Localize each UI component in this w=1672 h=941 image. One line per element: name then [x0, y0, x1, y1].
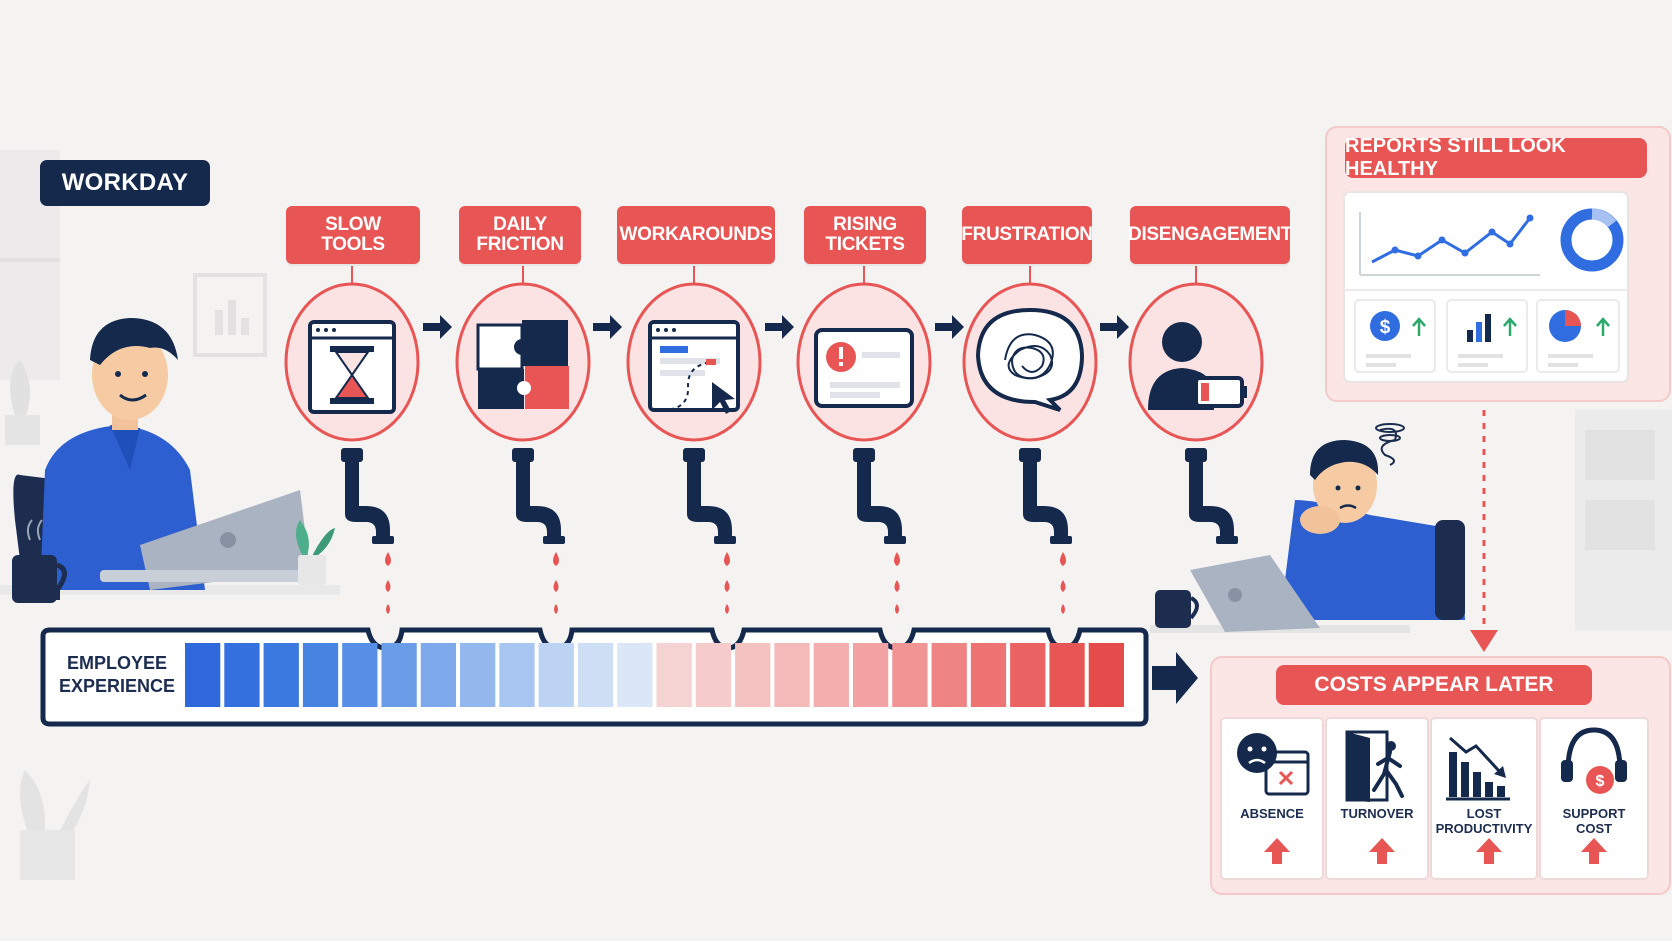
step-label: WORKAROUNDS [619, 224, 773, 246]
experience-cell [224, 643, 260, 707]
experience-cell [342, 643, 378, 707]
step-2-puzzle-icon [455, 266, 591, 442]
step-1-hourglass-window-icon [284, 266, 420, 442]
kpi-card-pie [1536, 299, 1620, 373]
exit-door-icon [1345, 730, 1404, 802]
experience-cell [735, 643, 771, 707]
step-pill-disengagement: DISENGAGEMENT [1128, 206, 1292, 264]
step-label: SLOW TOOLS [321, 214, 385, 255]
step-label: RISING TICKETS [825, 214, 905, 255]
step-pill-frustration: FRUSTRATION [961, 206, 1093, 264]
experience-cell [617, 643, 653, 707]
experience-cell [1010, 643, 1046, 707]
cost-label-absence: ABSENCE [1240, 806, 1304, 821]
svg-text:$: $ [1596, 773, 1605, 790]
headset-dollar-icon: $ [1561, 727, 1627, 794]
experience-cell [381, 643, 417, 707]
experience-cell [813, 643, 849, 707]
experience-cell [577, 643, 614, 707]
cost-label-turnover: TURNOVER [1340, 806, 1414, 821]
cost-up-arrows [1264, 838, 1607, 864]
step-5-tangled-speech-icon [962, 266, 1098, 442]
step-pill-slow-tools: SLOW TOOLS [286, 206, 420, 264]
step-label: DAILY FRICTION [476, 214, 564, 255]
experience-cell [1049, 643, 1085, 707]
experience-cell [970, 643, 1007, 707]
experience-cell [852, 643, 889, 707]
step-3-cursor-window-icon [626, 266, 762, 442]
experience-cell [302, 643, 339, 707]
experience-cell [656, 643, 692, 707]
step-pill-rising-tickets: RISING TICKETS [804, 206, 926, 264]
step-pill-daily-friction: DAILY FRICTION [459, 206, 581, 264]
experience-cell [499, 643, 535, 707]
donut-chart-icon [1560, 208, 1624, 272]
reports-title: REPORTS STILL LOOK HEALTHY [1345, 135, 1647, 180]
experience-cell [931, 643, 967, 707]
svg-text:$: $ [1380, 317, 1391, 338]
experience-cell [185, 643, 221, 707]
step-4-alert-ticket-icon [796, 266, 932, 442]
experience-cell [538, 643, 574, 707]
cost-label-lost-productivity: LOST PRODUCTIVITY [1435, 806, 1533, 836]
costs-title: COSTS APPEAR LATER [1276, 665, 1592, 705]
workday-label: WORKDAY [40, 160, 210, 206]
trend-line-chart-icon [1359, 212, 1540, 276]
happy-employee-illustration [12, 318, 335, 603]
experience-cell [1088, 643, 1124, 707]
falling-chart-icon [1446, 736, 1510, 801]
sad-calendar-icon [1237, 733, 1310, 796]
experience-cell [695, 643, 732, 707]
step-6-low-battery-person-icon [1128, 266, 1264, 442]
experience-cell [420, 643, 457, 707]
stressed-employee-illustration [1150, 423, 1465, 633]
experience-cell [892, 643, 928, 707]
experience-cell [774, 643, 810, 707]
step-label: DISENGAGEMENT [1128, 224, 1292, 246]
cost-label-support-cost: SUPPORT COST [1562, 806, 1626, 836]
kpi-card-bars [1446, 299, 1528, 373]
employee-experience-label: EMPLOYEE EXPERIENCE [58, 653, 176, 697]
step-label: FRUSTRATION [961, 224, 1093, 246]
experience-cell [460, 643, 496, 707]
step-pill-workarounds: WORKAROUNDS [617, 206, 775, 264]
experience-cell [263, 643, 299, 707]
kpi-card-dollar: $ [1354, 299, 1436, 373]
